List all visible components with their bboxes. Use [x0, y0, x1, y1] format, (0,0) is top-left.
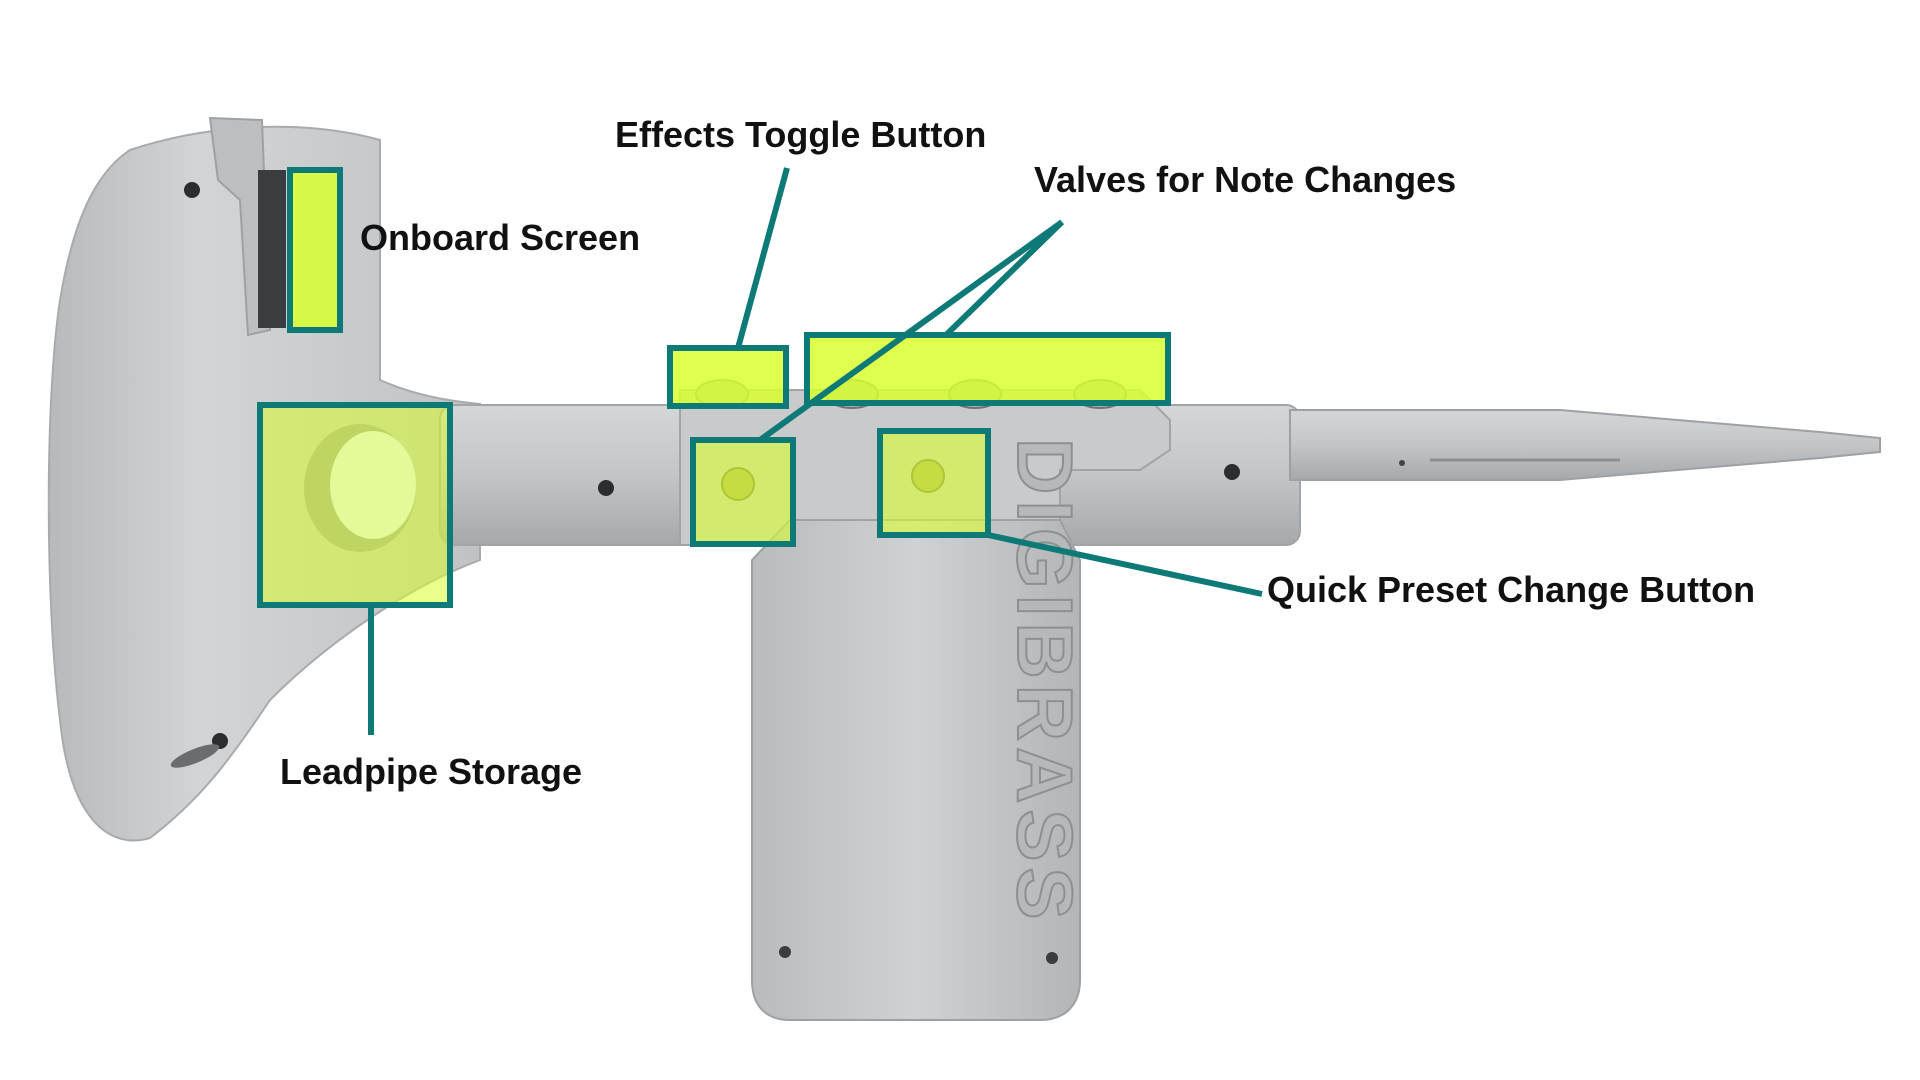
tube-screw: [1224, 464, 1240, 480]
label-effects-toggle: Effects Toggle Button: [615, 114, 987, 155]
bell-screw: [184, 182, 200, 198]
highlight-screen: [287, 167, 343, 333]
label-onboard-screen: Onboard Screen: [360, 217, 641, 258]
grip-screw: [1046, 952, 1058, 964]
bell-slot: [170, 744, 220, 768]
highlight-preset-button: [877, 428, 991, 538]
highlight-effects: [667, 345, 789, 409]
highlight-valves: [804, 332, 1171, 406]
highlight-leadpipe-hole: [330, 431, 416, 539]
callout-line-effects: [735, 167, 790, 349]
leadpipe-hole: [1399, 460, 1405, 466]
tube-screw: [598, 480, 614, 496]
callout-line-preset: [987, 532, 1263, 597]
label-quick-preset: Quick Preset Change Button: [1267, 569, 1756, 610]
grip-screw: [779, 946, 791, 958]
callout-line-valves-b: [758, 219, 1064, 443]
screen-panel: [258, 170, 286, 328]
leadpipe: [1289, 409, 1881, 481]
highlight-effects-button: [690, 437, 796, 547]
screen-housing: [208, 116, 272, 337]
label-valves: Valves for Note Changes: [1034, 159, 1457, 200]
brand-logo: DIGIBRASS: [1001, 438, 1089, 925]
label-leadpipe-storage: Leadpipe Storage: [280, 751, 583, 792]
callout-line-valves-a: [943, 219, 1065, 338]
grip: [751, 519, 1081, 1021]
